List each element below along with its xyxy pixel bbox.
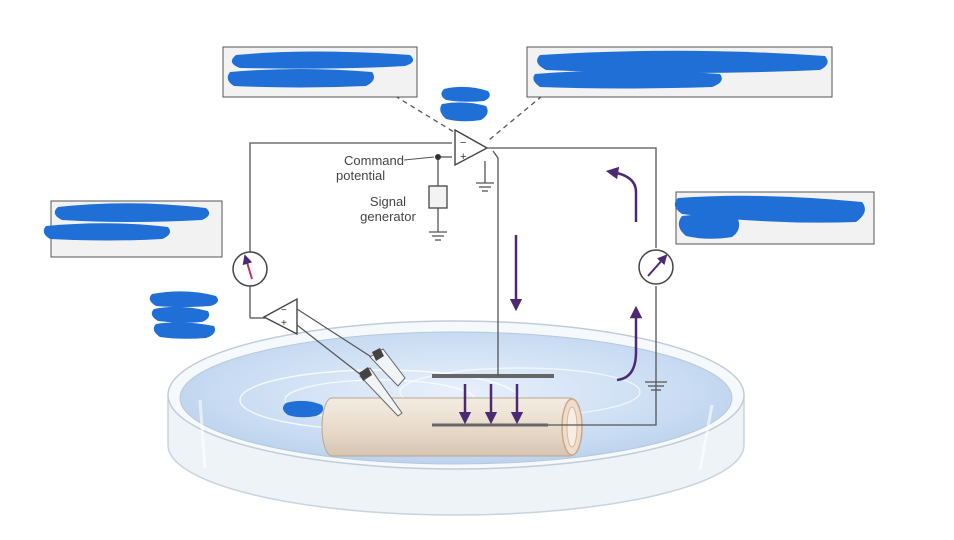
voltmeter <box>232 251 268 287</box>
label-box-right <box>674 191 875 245</box>
ammeter <box>638 249 674 285</box>
command-potential-leader <box>403 156 435 161</box>
circuit-wires <box>249 142 667 426</box>
generator-label: generator <box>360 209 416 224</box>
axon <box>321 397 583 457</box>
voltage-amplifier: − + <box>262 297 377 379</box>
svg-text:+: + <box>460 151 466 163</box>
svg-text:−: − <box>460 137 466 149</box>
redaction-near-left-amp <box>149 291 218 339</box>
junction-dot <box>435 154 441 160</box>
label-box-top-left <box>222 46 418 98</box>
voltage-electrodes <box>359 348 406 417</box>
dashed-leader-right <box>488 95 543 141</box>
label-box-top-right <box>526 46 833 98</box>
signal-label: Signal <box>370 194 406 209</box>
svg-text:+: + <box>281 318 287 329</box>
svg-text:−: − <box>281 305 287 316</box>
dashed-leader-left <box>394 95 455 133</box>
label-box-left <box>43 200 223 258</box>
clamp-amplifier: − + <box>454 128 489 167</box>
redaction-near-amp <box>440 86 490 122</box>
redaction-in-dish <box>282 400 324 418</box>
current-arrows <box>458 166 643 425</box>
signal-generator-box <box>428 185 448 209</box>
command-label: Command <box>344 153 404 168</box>
potential-label: potential <box>336 168 385 183</box>
